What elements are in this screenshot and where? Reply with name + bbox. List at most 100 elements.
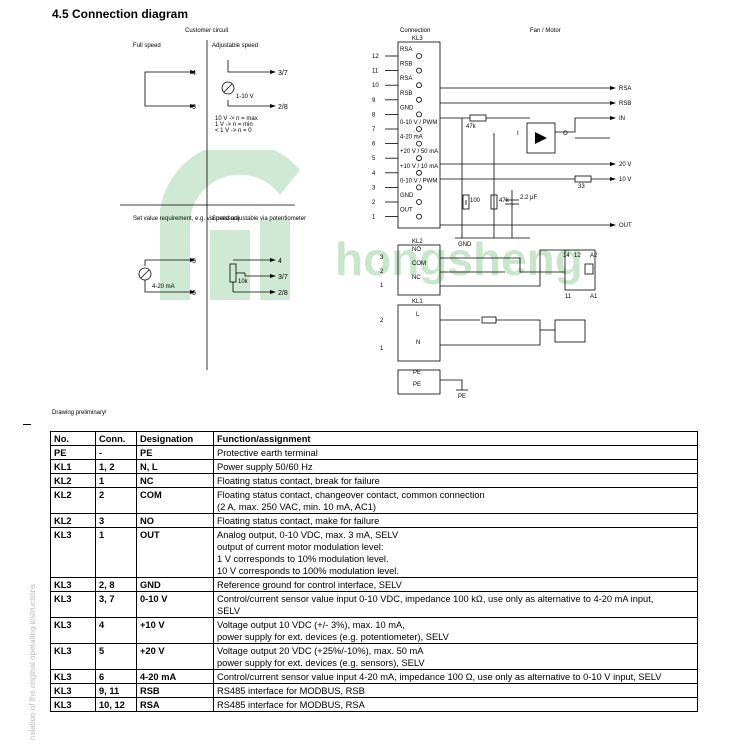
- kl3-terminal-label: GND: [400, 193, 414, 199]
- kl2-terminal-label: NO: [412, 247, 421, 253]
- cell-no: KL3: [50, 527, 96, 578]
- ext-pin-28b: 2/8: [278, 290, 288, 297]
- right-label-out: OUT: [619, 223, 632, 229]
- cell-function: Control/current sensor value input 0-10 …: [213, 591, 698, 618]
- kl3-terminal-label: RSA: [400, 76, 412, 82]
- function-line: power supply for ext. devices (e.g. pote…: [217, 632, 449, 642]
- kl3-terminal-screw: [416, 82, 422, 89]
- o-label: O: [563, 131, 568, 137]
- table-header-row: No. Conn. Designation Function/assignmen…: [50, 431, 698, 446]
- cell-no: KL2: [50, 473, 96, 488]
- header-no: No.: [50, 431, 96, 446]
- kl2-terminal-label: NC: [412, 275, 421, 281]
- cell-conn: 5: [95, 643, 137, 670]
- kl3-title: KL3: [412, 36, 423, 42]
- kl1-terminal-label: L: [416, 312, 420, 318]
- adjustable-speed-label: Adjustable speed: [212, 43, 258, 49]
- function-line: Voltage output 10 VDC (+/- 3%), max. 10 …: [217, 620, 405, 630]
- kl3-terminal-number: 12: [372, 54, 379, 60]
- kl3-terminal-screw: [416, 126, 422, 132]
- cell-conn: 10, 12: [95, 697, 137, 712]
- cell-no: KL3: [50, 643, 96, 670]
- function-line: 10 V corresponds to 100% modulation leve…: [217, 566, 399, 576]
- cell-designation: +20 V: [136, 643, 214, 670]
- cell-conn: 1, 2: [95, 459, 137, 474]
- ext-pin-3a: 3: [192, 104, 196, 111]
- kl3-terminal-label: +10 V / 10 mA: [400, 164, 438, 170]
- function-line: Voltage output 20 VDC (+25%/-10%), max. …: [217, 646, 424, 656]
- function-line: Floating status contact, changeover cont…: [217, 490, 485, 500]
- fan-motor-label: Fan / Motor: [530, 28, 561, 34]
- kl3-terminal-screw: [416, 96, 422, 103]
- ext-pin-4a: 4: [192, 70, 196, 77]
- function-line: (2 A, max. 250 VAC, min. 10 mA, AC1): [217, 502, 376, 512]
- kl3-terminal-screw: [416, 140, 422, 147]
- function-line: Reference ground for control interface, …: [217, 580, 402, 590]
- kl3-terminal-label: RSA: [400, 47, 412, 53]
- cell-no: KL3: [50, 697, 96, 712]
- kl2-terminal-number: 3: [380, 255, 384, 261]
- cell-no: KL3: [50, 669, 96, 684]
- cell-designation: NC: [136, 473, 214, 488]
- right-label-in: IN: [619, 116, 625, 122]
- kl3-terminal-label: 0-10 V / PWM: [400, 120, 437, 126]
- cell-no: KL2: [50, 487, 96, 514]
- ext-pin-28a: 2/8: [278, 104, 288, 111]
- cell-conn: 2: [95, 487, 137, 514]
- kl3-terminal-number: 6: [372, 142, 376, 148]
- resistor-47k-label: 47k: [499, 198, 510, 204]
- kl3-terminal-label: OUT: [400, 208, 413, 214]
- note-2: 1 V -> n = min: [215, 122, 253, 128]
- cell-conn: -: [95, 445, 137, 460]
- i-label: I: [517, 131, 519, 137]
- ext-pin-37a: 3/7: [278, 70, 288, 77]
- note-3: < 1 V -> n = 0: [215, 128, 252, 134]
- function-line: RS485 interface for MODBUS, RSA: [217, 700, 365, 710]
- kl3-terminal-number: 3: [372, 185, 376, 191]
- kl3-terminal-label: GND: [400, 105, 414, 111]
- v-range-label: 1-10 V: [236, 94, 254, 100]
- resistor-100-label: 100: [470, 198, 481, 204]
- resistor-47k-top-label: 47k: [466, 124, 477, 130]
- cell-conn: 3, 7: [95, 591, 137, 618]
- margin-dash: [23, 424, 31, 425]
- kl1-terminal-number: 2: [380, 318, 384, 324]
- ext-pin-37b: 3/7: [278, 274, 288, 281]
- cell-function: RS485 interface for MODBUS, RSA: [213, 697, 698, 712]
- kl3-terminal-screw: [416, 111, 422, 118]
- cell-function: RS485 interface for MODBUS, RSB: [213, 683, 698, 698]
- cell-designation: 0-10 V: [136, 591, 214, 618]
- cell-function: Voltage output 10 VDC (+/- 3%), max. 10 …: [213, 617, 698, 644]
- cell-no: KL2: [50, 513, 96, 528]
- kl2-terminal-label: COM: [412, 261, 426, 267]
- cell-conn: 4: [95, 617, 137, 644]
- kl2-terminal-number: 1: [380, 283, 384, 289]
- kl3-terminal-screw: [416, 169, 422, 176]
- full-speed-label: Full speed: [133, 43, 161, 49]
- relay-a1: A1: [590, 294, 598, 300]
- kl3-terminal-number: 7: [372, 127, 376, 133]
- kl3-terminal-screw: [416, 199, 422, 205]
- cell-conn: 9, 11: [95, 683, 137, 698]
- kl2-terminal-number: 2: [380, 269, 384, 275]
- speed-pot-label: Speed adjustable via potentiometer: [212, 216, 306, 222]
- cell-designation: NO: [136, 513, 214, 528]
- header-function: Function/assignment: [213, 431, 698, 446]
- cell-designation: N, L: [136, 459, 214, 474]
- cell-designation: COM: [136, 487, 214, 514]
- kl3-terminal-label: RSB: [400, 62, 412, 68]
- kl3-terminal-label: +20 V / 50 mA: [400, 149, 438, 155]
- header-conn: Conn.: [95, 431, 137, 446]
- capacitor-label: 2.2 µF: [520, 195, 537, 201]
- cell-designation: RSB: [136, 683, 214, 698]
- kl3-terminal-label: 4-20 mA: [400, 135, 423, 141]
- kl3-terminal-number: 9: [372, 98, 376, 104]
- pe-symbol-label: PE: [458, 394, 466, 400]
- cell-function: Voltage output 20 VDC (+25%/-10%), max. …: [213, 643, 698, 670]
